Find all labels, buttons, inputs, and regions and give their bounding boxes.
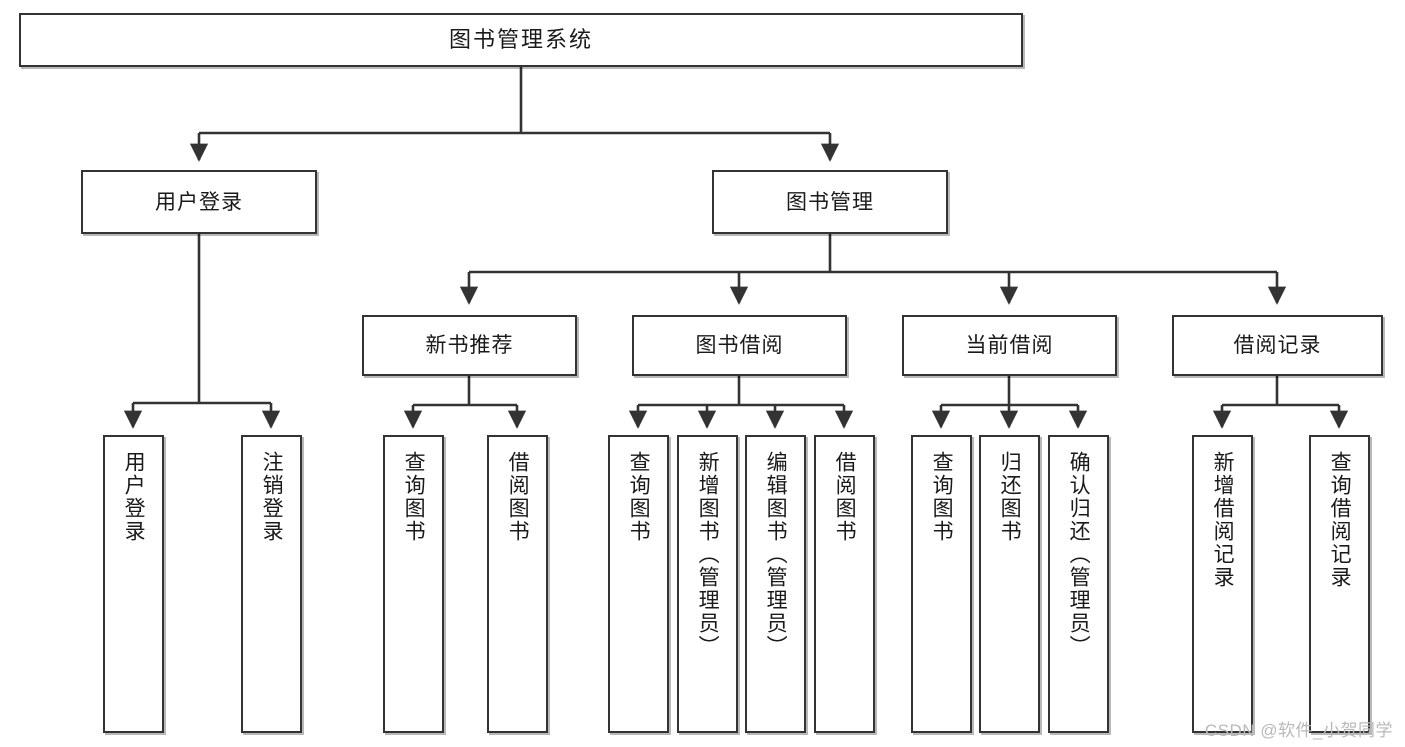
node-book-management-label: 图书管理 (786, 190, 874, 214)
leaf-label: 归还图书 (998, 451, 1022, 543)
leaf-new-book-query-book[interactable]: 查询图书 (383, 435, 444, 733)
leaf-label: 借阅图书 (833, 451, 857, 543)
node-current-borrow[interactable]: 当前借阅 (902, 315, 1117, 376)
leaf-label: 查询借阅记录 (1328, 451, 1352, 589)
leaf-user-login-login[interactable]: 用户登录 (103, 435, 164, 733)
leaf-label: 借阅图书 (506, 451, 530, 543)
node-borrow-record-label: 借阅记录 (1233, 334, 1322, 357)
node-root-label: 图书管理系统 (448, 27, 593, 52)
leaf-book-borrow-query-book[interactable]: 查询图书 (608, 435, 669, 733)
leaf-label: 新增图书（管理员） (696, 451, 720, 658)
node-book-management[interactable]: 图书管理 (712, 170, 948, 234)
leaf-user-login-logout[interactable]: 注销登录 (241, 435, 302, 733)
leaf-book-borrow-add-book-admin[interactable]: 新增图书（管理员） (677, 435, 738, 733)
leaf-label: 注销登录 (260, 451, 284, 543)
leaf-book-borrow-edit-book-admin[interactable]: 编辑图书（管理员） (745, 435, 806, 733)
leaf-current-borrow-query-book[interactable]: 查询图书 (911, 435, 972, 733)
node-new-book-recommend[interactable]: 新书推荐 (362, 315, 577, 376)
leaf-label: 新增借阅记录 (1211, 451, 1235, 589)
node-user-login-label: 用户登录 (155, 190, 243, 214)
leaf-borrow-record-query-record[interactable]: 查询借阅记录 (1309, 435, 1370, 733)
leaf-label: 编辑图书（管理员） (764, 451, 788, 658)
leaf-new-book-borrow-book[interactable]: 借阅图书 (487, 435, 548, 733)
leaf-book-borrow-borrow-book[interactable]: 借阅图书 (814, 435, 875, 733)
node-book-borrow-label: 图书借阅 (695, 334, 784, 357)
leaf-current-borrow-return-book[interactable]: 归还图书 (979, 435, 1040, 733)
node-new-book-recommend-label: 新书推荐 (425, 334, 514, 357)
leaf-label: 用户登录 (122, 451, 146, 543)
node-borrow-record[interactable]: 借阅记录 (1172, 315, 1383, 376)
leaf-current-borrow-confirm-return-admin[interactable]: 确认归还（管理员） (1048, 435, 1109, 733)
leaf-label: 查询图书 (930, 451, 954, 543)
node-root-book-management-system[interactable]: 图书管理系统 (19, 13, 1023, 67)
node-book-borrow[interactable]: 图书借阅 (632, 315, 847, 376)
node-current-borrow-label: 当前借阅 (965, 334, 1054, 357)
leaf-label: 查询图书 (402, 451, 426, 543)
leaf-label: 确认归还（管理员） (1067, 451, 1091, 658)
leaf-borrow-record-add-record[interactable]: 新增借阅记录 (1192, 435, 1253, 733)
leaf-label: 查询图书 (627, 451, 651, 543)
node-user-login[interactable]: 用户登录 (81, 170, 317, 234)
